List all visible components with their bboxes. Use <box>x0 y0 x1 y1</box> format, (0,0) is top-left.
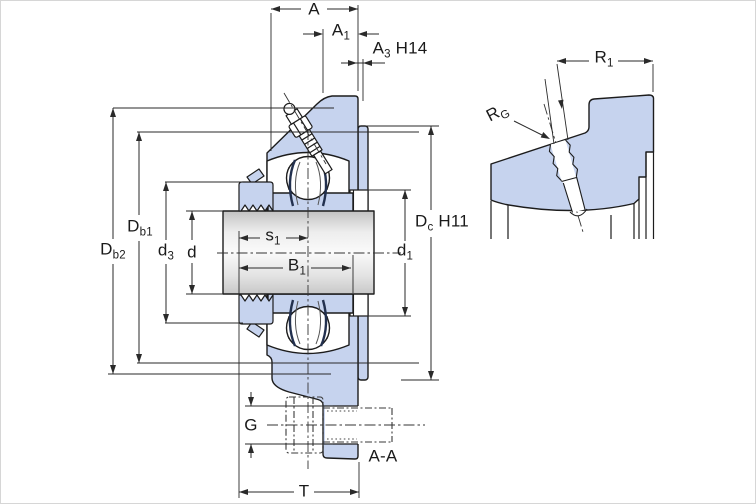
dim-label-main: A <box>372 38 385 58</box>
dim-label-main: d <box>157 240 168 260</box>
dim-label-main: G <box>244 415 258 435</box>
seal-left <box>288 159 297 207</box>
dim-label-main: R <box>594 47 607 67</box>
dim-label-subscript: 1 <box>343 30 351 43</box>
dim-label-Db2: Db2 <box>100 240 126 262</box>
thread-flank-right <box>565 139 579 177</box>
dim-label-subscript: b1 <box>139 226 153 239</box>
centerlines <box>217 92 584 469</box>
grease-thread-hole <box>548 139 588 217</box>
dim-label-main: D <box>127 216 140 236</box>
dim-label-subscript: 1 <box>606 57 614 70</box>
dim-label-main: T <box>298 481 310 501</box>
dim-label-B1: B1 <box>288 256 306 278</box>
dim-label-main: D <box>100 239 113 259</box>
dim-label-main: A-A <box>368 446 398 466</box>
locking-collar-top <box>238 168 274 212</box>
dim-label-main: B <box>287 255 300 275</box>
dim-label-d1: d1 <box>397 241 413 263</box>
bearing-top <box>266 151 354 213</box>
dimensions <box>108 5 654 498</box>
dim-label-suffix: H14 <box>390 38 428 58</box>
dim-label-s1: s1 <box>265 226 280 248</box>
nipple-axis <box>283 92 327 165</box>
dim-label-d3: d3 <box>158 241 174 263</box>
dim-label-main: A <box>308 0 320 19</box>
dim-label-subscript: 1 <box>299 265 307 278</box>
detail-housing-section <box>490 94 655 212</box>
dim-label-main: D <box>415 211 428 231</box>
seal-left <box>288 299 297 347</box>
bolt-thread-dots <box>327 410 357 440</box>
dim-label-subscript: 1 <box>274 235 281 248</box>
dim-label-subscript: 3 <box>384 48 391 61</box>
dim-label-main: d <box>187 242 197 262</box>
grease-nipple <box>283 102 333 175</box>
shaft <box>222 210 375 295</box>
bolt-head <box>285 396 324 454</box>
dim-label-subscript: b2 <box>112 249 126 262</box>
dim-label-d: d <box>187 244 197 261</box>
arrowheads <box>110 6 653 495</box>
dim-label-subscript: c <box>427 221 434 234</box>
dim-label-main: A <box>331 20 344 40</box>
seal-right <box>319 299 328 347</box>
dim-label-G: G <box>244 417 257 434</box>
dim-label-AA: A-A <box>369 448 398 465</box>
dim-label-Db1: Db1 <box>127 217 153 239</box>
dim-label-A: A <box>308 1 320 18</box>
dim-label-main: d <box>396 240 407 260</box>
dim-label-subscript: 3 <box>167 250 175 263</box>
dim-label-Dc: Dc H11 <box>415 212 469 234</box>
extension-lines <box>108 5 654 498</box>
detail-view <box>490 94 655 239</box>
drill-tip <box>569 208 588 217</box>
dim-label-T: T <box>299 483 310 500</box>
dim-label-suffix: H11 <box>433 211 469 231</box>
dim-label-subscript: 1 <box>406 250 414 263</box>
dim-label-A3: A3 H14 <box>373 39 428 61</box>
dim-label-A1: A1 <box>332 21 350 43</box>
thread-flank-left <box>548 144 562 182</box>
dim-label-main: s <box>265 225 275 245</box>
main-view <box>222 95 375 460</box>
bearing-bottom <box>266 293 354 355</box>
dim-label-R1: R1 <box>594 48 613 70</box>
